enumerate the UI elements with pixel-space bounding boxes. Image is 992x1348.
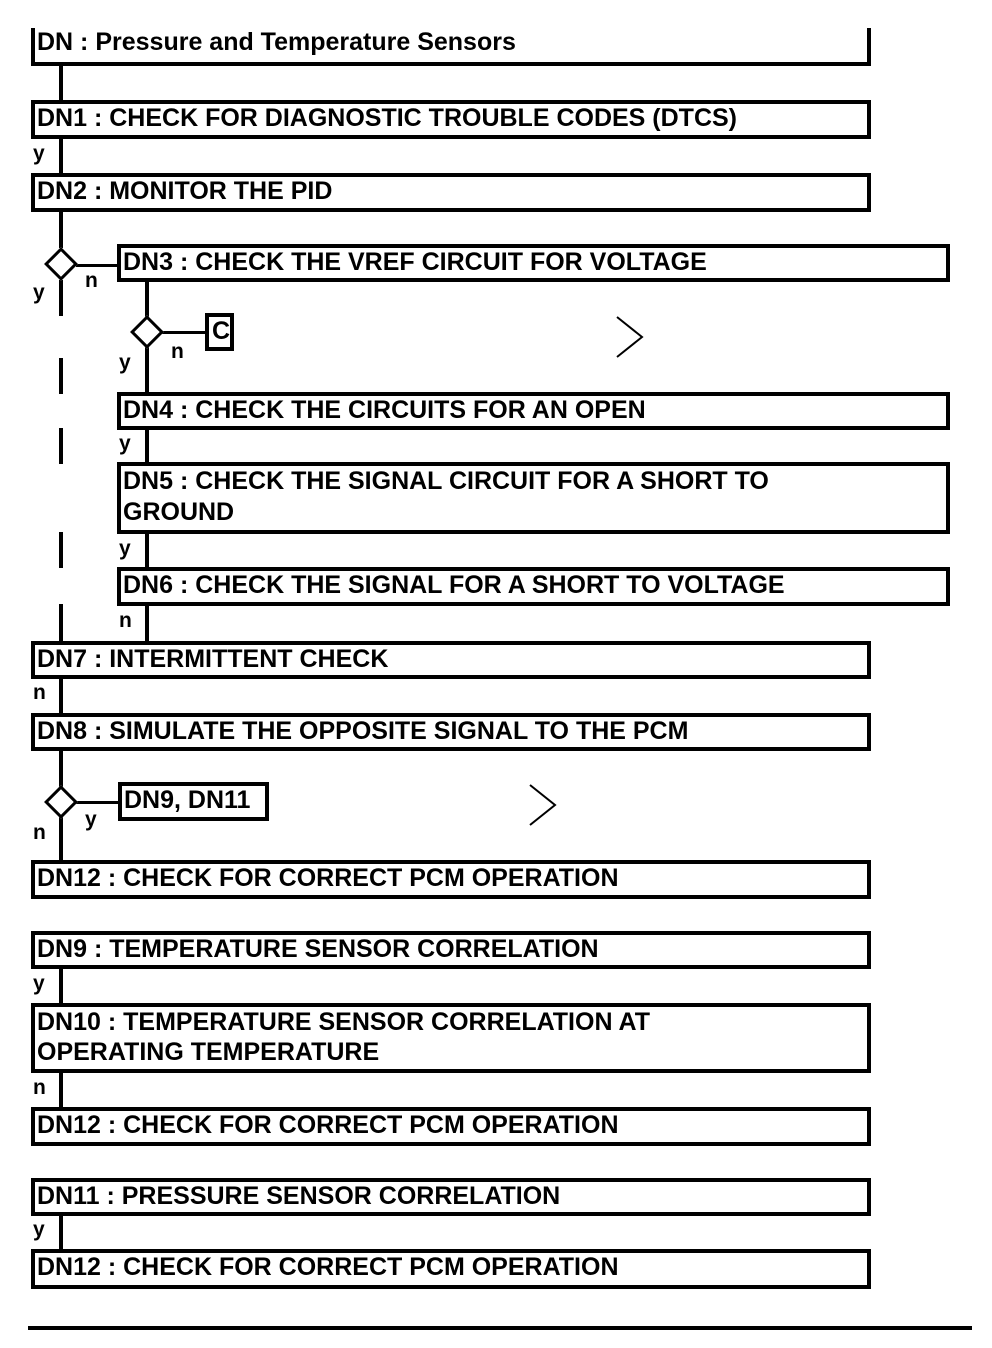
page-divider — [28, 1326, 972, 1330]
decision-diamond — [44, 247, 78, 281]
connector-line — [59, 604, 63, 644]
step-dn3[interactable]: DN3 : CHECK THE VREF CIRCUIT FOR VOLTAGE — [117, 244, 950, 282]
connector-line — [59, 816, 63, 862]
connector-line — [59, 967, 63, 1005]
branch-label-yes: y — [119, 537, 131, 560]
branch-label-yes: y — [33, 1218, 45, 1241]
branch-label-yes: y — [33, 281, 45, 304]
connector-line — [145, 532, 149, 568]
connector-line — [145, 346, 149, 394]
decision-diamond — [130, 315, 164, 349]
reference-dn9-dn11[interactable]: DN9, DN11 — [118, 782, 269, 821]
connector-line — [59, 749, 63, 787]
step-dn4[interactable]: DN4 : CHECK THE CIRCUITS FOR AN OPEN — [117, 392, 950, 430]
branch-label-yes: y — [85, 808, 97, 831]
connector-line — [162, 331, 208, 334]
connector-line — [59, 64, 63, 102]
branch-label-yes: y — [33, 142, 45, 165]
step-dn5[interactable]: DN5 : CHECK THE SIGNAL CIRCUIT FOR A SHO… — [117, 462, 950, 534]
step-dn11[interactable]: DN11 : PRESSURE SENSOR CORRELATION — [31, 1178, 871, 1216]
connector-line — [59, 137, 63, 175]
connector-line — [145, 280, 149, 318]
branch-label-no: n — [119, 609, 132, 632]
chevron-right-icon — [529, 784, 557, 826]
step-dn12[interactable]: DN12 : CHECK FOR CORRECT PCM OPERATION — [31, 860, 871, 899]
connector-line-dashed — [59, 428, 63, 464]
branch-label-yes: y — [119, 432, 131, 455]
connector-line — [59, 280, 63, 316]
branch-label-no: n — [33, 821, 46, 844]
step-dn9[interactable]: DN9 : TEMPERATURE SENSOR CORRELATION — [31, 931, 871, 969]
connector-line — [59, 1071, 63, 1109]
branch-label-no: n — [33, 681, 46, 704]
step-dn6[interactable]: DN6 : CHECK THE SIGNAL FOR A SHORT TO VO… — [117, 567, 950, 606]
step-dn12[interactable]: DN12 : CHECK FOR CORRECT PCM OPERATION — [31, 1107, 871, 1146]
decision-diamond — [44, 785, 78, 819]
flowchart-title: DN : Pressure and Temperature Sensors — [31, 28, 871, 66]
step-dn12[interactable]: DN12 : CHECK FOR CORRECT PCM OPERATION — [31, 1249, 871, 1289]
connector-line — [59, 677, 63, 715]
connector-line — [59, 210, 63, 248]
step-dn7[interactable]: DN7 : INTERMITTENT CHECK — [31, 641, 871, 679]
branch-label-yes: y — [33, 972, 45, 995]
connector-line — [59, 1213, 63, 1251]
step-dn10[interactable]: DN10 : TEMPERATURE SENSOR CORRELATION AT… — [31, 1003, 871, 1073]
branch-label-no: n — [171, 340, 184, 363]
connector-line-dashed — [59, 358, 63, 394]
connector-line-dashed — [59, 532, 63, 568]
step-dn8[interactable]: DN8 : SIMULATE THE OPPOSITE SIGNAL TO TH… — [31, 713, 871, 751]
step-dn1[interactable]: DN1 : CHECK FOR DIAGNOSTIC TROUBLE CODES… — [31, 100, 871, 139]
connector-line — [76, 264, 118, 267]
connector-line — [145, 604, 149, 644]
connector-line — [76, 801, 120, 804]
branch-label-yes: y — [119, 351, 131, 374]
branch-label-no: n — [33, 1076, 46, 1099]
step-dn2[interactable]: DN2 : MONITOR THE PID — [31, 173, 871, 212]
branch-label-no: n — [85, 269, 98, 292]
reference-c[interactable]: C — [205, 313, 234, 351]
chevron-right-icon — [616, 316, 644, 358]
connector-line — [145, 428, 149, 464]
